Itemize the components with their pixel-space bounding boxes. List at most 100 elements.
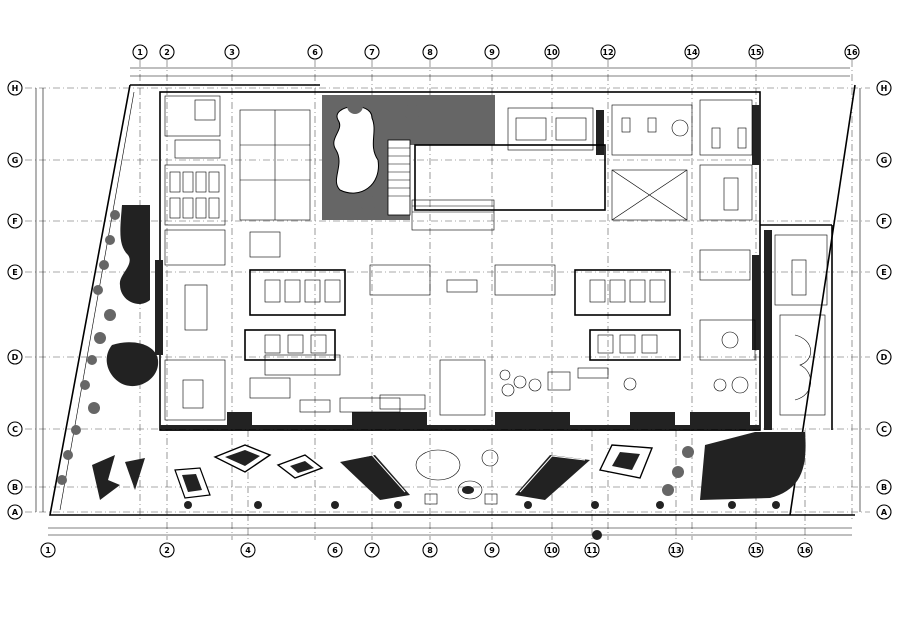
grid-bubble-top-2: 2 [159,44,175,60]
grid-bubble-circle [132,44,148,60]
grid-bubble-label: B [881,483,887,492]
grid-bubble-circle [600,44,616,60]
grid-bubble-circle [7,213,23,229]
grid-bubble-circle [240,542,256,558]
grid-bubble-label: 9 [489,546,495,555]
grid-bubble-circle [159,44,175,60]
grid-bubble-label: 14 [686,48,698,57]
grid-bubble-left-A: A [7,504,23,520]
grid-bubble-label: 10 [546,48,558,57]
grid-bubble-label: 15 [750,546,762,555]
structural-walls [155,105,772,430]
grid-bubble-label: A [12,508,19,517]
grid-bubble-top-10: 10 [544,44,560,60]
grid-bubble-top-9: 9 [484,44,500,60]
grid-bubble-right-D: D [876,349,892,365]
grid-bubble-circle [668,542,684,558]
grid-bubble-circle [876,213,892,229]
grid-bubble-circle [40,542,56,558]
grid-bubble-label: H [881,84,888,93]
grid-bubble-label: D [881,353,888,362]
grid-bubble-circle [7,152,23,168]
grid-bubble-left-F: F [7,213,23,229]
grid-bubble-bottom-16: 16 [797,542,813,558]
grid-bubble-circle [876,479,892,495]
grid-bubble-circle [748,542,764,558]
grid-bubble-bottom-7: 7 [364,542,380,558]
central-hall [411,107,606,231]
grid-bubble-bottom-6: 6 [327,542,343,558]
grid-bubble-label: 6 [332,546,338,555]
grid-bubble-circle [876,80,892,96]
grid-bubble-top-3: 3 [224,44,240,60]
grid-bubble-top-6: 6 [307,44,323,60]
grid-bubble-circle [224,44,240,60]
grid-bubble-circle [484,44,500,60]
grid-bubble-right-A: A [876,504,892,520]
grid-bubble-top-16: 16 [844,44,860,60]
left-landscape [92,205,211,500]
grid-bubble-left-E: E [7,264,23,280]
horizontal-grid-lines [25,87,870,513]
grid-bubble-circle [876,421,892,437]
grid-bubble-bottom-15: 15 [748,542,764,558]
grid-bubble-bottom-4: 4 [240,542,256,558]
grid-bubble-label: G [12,156,19,165]
grid-bubble-circle [797,542,813,558]
grid-bubble-left-H: H [7,80,23,96]
grid-bubble-label: 16 [846,48,858,57]
grid-bubble-circle [422,44,438,60]
grid-bubble-circle [544,542,560,558]
grid-bubble-label: 9 [489,48,495,57]
grid-bubble-circle [7,264,23,280]
grid-bubble-label: A [881,508,888,517]
grid-bubble-label: 3 [229,48,235,57]
grid-bubble-left-C: C [7,421,23,437]
grid-bubble-circle [876,504,892,520]
dimension-lines [35,67,861,536]
grid-bubble-top-15: 15 [748,44,764,60]
grid-bubble-label: 2 [164,48,170,57]
grid-bubble-label: 12 [602,48,613,57]
grid-bubble-label: C [12,425,18,434]
right-wing-rooms [611,99,828,416]
grid-bubble-label: F [881,217,886,226]
building-outline [159,91,833,431]
grid-bubble-bottom-2: 2 [159,542,175,558]
grid-bubble-bottom-8: 8 [422,542,438,558]
grid-bubble-top-14: 14 [684,44,700,60]
grid-bubble-circle [876,349,892,365]
grid-bubble-bottom-10: 10 [544,542,560,558]
left-wing-rooms [164,95,311,421]
grid-bubble-top-8: 8 [422,44,438,60]
grid-bubble-circle [327,542,343,558]
grid-bubble-label: G [881,156,888,165]
grid-bubble-circle [584,542,600,558]
grid-bubble-circle [364,44,380,60]
grid-bubble-top-1: 1 [132,44,148,60]
grid-bubble-right-G: G [876,152,892,168]
grid-bubble-circle [422,542,438,558]
grid-bubble-bottom-1: 1 [40,542,56,558]
grid-bubble-label: 1 [137,48,143,57]
grid-bubble-right-C: C [876,421,892,437]
landscape-planters [213,444,654,505]
grid-bubble-label: H [12,84,19,93]
grid-bubble-circle [7,80,23,96]
grid-bubble-label: F [12,217,17,226]
grid-bubble-label: 4 [245,546,251,555]
grid-bubble-circle [7,504,23,520]
grid-bubble-circle [159,542,175,558]
grid-bubble-label: 16 [799,546,811,555]
grid-bubble-label: 7 [369,48,375,57]
grid-bubble-right-E: E [876,264,892,280]
grid-bubble-left-D: D [7,349,23,365]
grid-bubble-circle [544,44,560,60]
grid-bubble-bottom-13: 13 [668,542,684,558]
grid-bubble-bottom-9: 9 [484,542,500,558]
grid-bubble-label: 10 [546,546,558,555]
grid-bubble-circle [484,542,500,558]
